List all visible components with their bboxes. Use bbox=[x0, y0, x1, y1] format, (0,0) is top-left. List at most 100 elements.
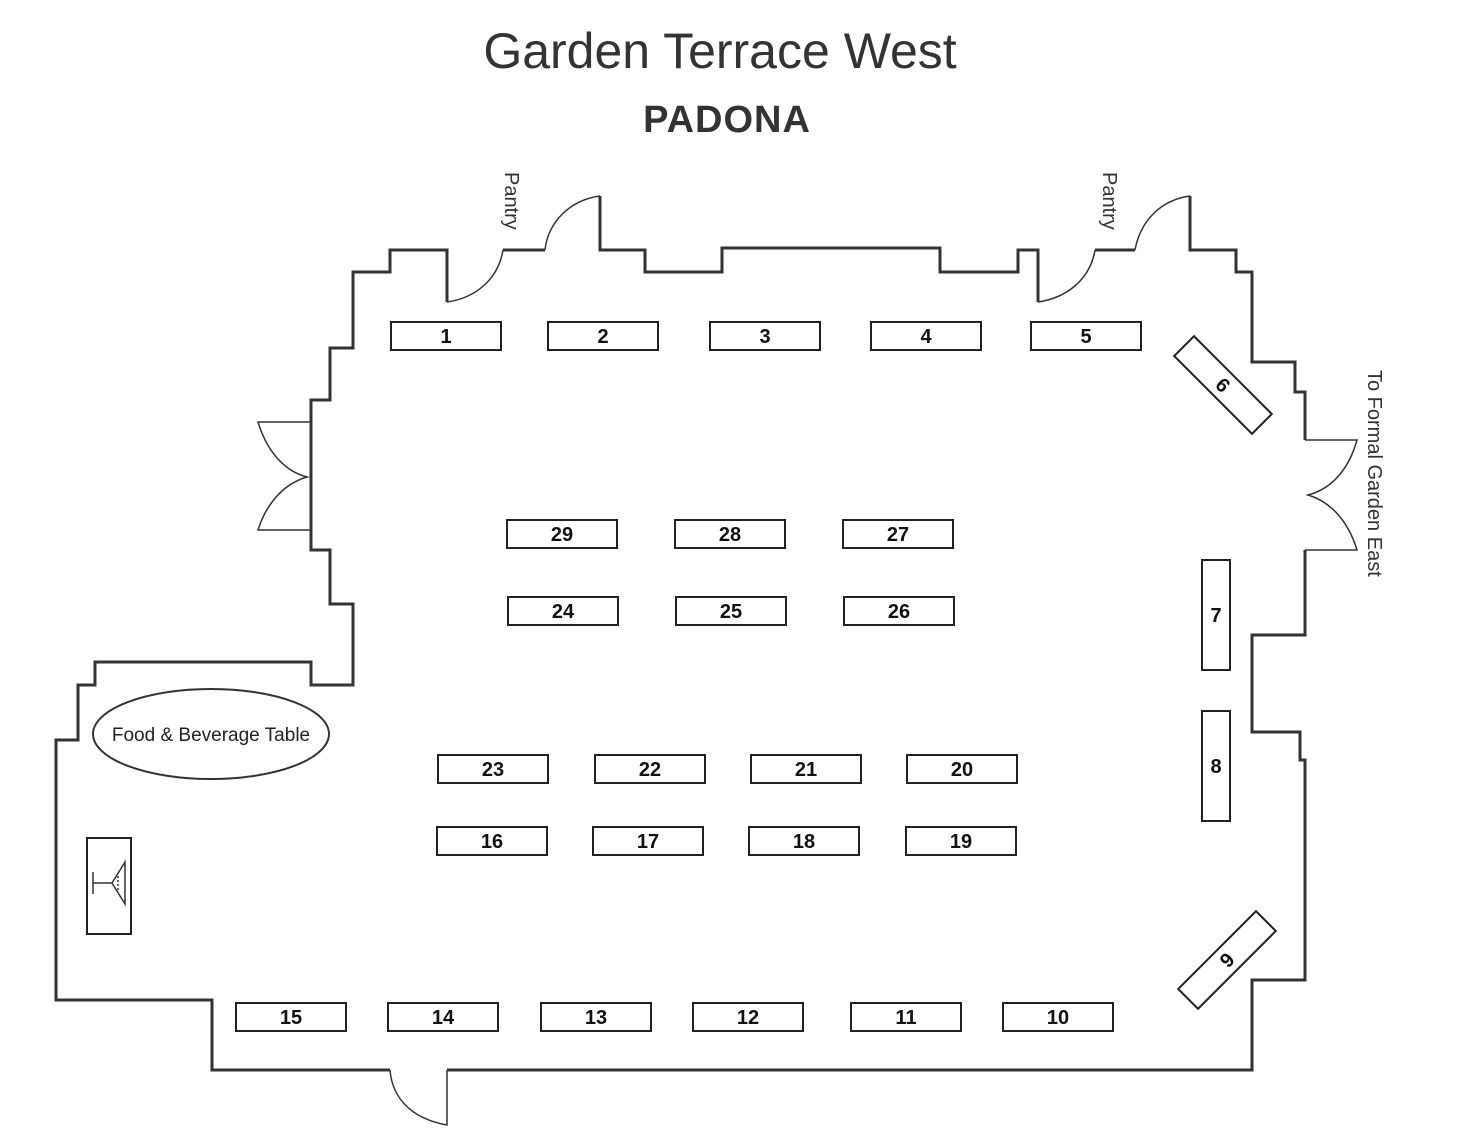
table-number: 19 bbox=[950, 831, 972, 853]
table-3: 3 bbox=[709, 321, 821, 351]
table-rect bbox=[748, 826, 860, 856]
table-rect bbox=[540, 1002, 652, 1032]
table-number: 24 bbox=[552, 601, 575, 623]
table-rect bbox=[1030, 321, 1142, 351]
table-number: 10 bbox=[1047, 1007, 1069, 1029]
table-number: 2 bbox=[597, 326, 608, 348]
table-5: 5 bbox=[1030, 321, 1142, 351]
table-number: 22 bbox=[639, 759, 661, 781]
table-rect bbox=[1176, 909, 1278, 1011]
table-rect bbox=[843, 596, 955, 626]
table-number: 12 bbox=[737, 1007, 759, 1029]
table-20: 20 bbox=[906, 754, 1018, 784]
table-number: 26 bbox=[888, 601, 910, 623]
table-10: 10 bbox=[1002, 1002, 1114, 1032]
table-14: 14 bbox=[387, 1002, 499, 1032]
page-title: Garden Terrace West bbox=[483, 23, 956, 79]
table-1: 1 bbox=[390, 321, 502, 351]
table-17: 17 bbox=[592, 826, 704, 856]
table-number: 25 bbox=[720, 601, 742, 623]
pantry-label-right: Pantry bbox=[1098, 172, 1120, 230]
table-rect bbox=[905, 826, 1017, 856]
bottom-door bbox=[389, 1069, 448, 1126]
table-number: 20 bbox=[951, 759, 973, 781]
table-15: 15 bbox=[235, 1002, 347, 1032]
outer-wall bbox=[54, 196, 1307, 1072]
table-number: 4 bbox=[920, 326, 932, 348]
table-29: 29 bbox=[506, 519, 618, 549]
table-rect bbox=[870, 321, 982, 351]
table-11: 11 bbox=[850, 1002, 962, 1032]
table-rect bbox=[906, 754, 1018, 784]
pantry-door-right-2 bbox=[1134, 195, 1191, 251]
table-number: 14 bbox=[432, 1007, 455, 1029]
table-rect bbox=[592, 826, 704, 856]
table-21: 21 bbox=[750, 754, 862, 784]
table-rect bbox=[235, 1002, 347, 1032]
table-rect bbox=[750, 754, 862, 784]
table-rect bbox=[1201, 710, 1231, 822]
double-door-left bbox=[256, 421, 311, 531]
table-9: 9 bbox=[1176, 909, 1278, 1011]
table-8: 8 bbox=[1201, 710, 1231, 822]
double-door-right bbox=[1305, 439, 1359, 551]
table-28: 28 bbox=[674, 519, 786, 549]
table-number: 8 bbox=[1210, 756, 1221, 778]
table-rect bbox=[507, 596, 619, 626]
table-rect bbox=[436, 826, 548, 856]
table-number: 13 bbox=[585, 1007, 607, 1029]
table-12: 12 bbox=[692, 1002, 804, 1032]
table-27: 27 bbox=[842, 519, 954, 549]
table-24: 24 bbox=[507, 596, 619, 626]
table-22: 22 bbox=[594, 754, 706, 784]
table-4: 4 bbox=[870, 321, 982, 351]
table-rect bbox=[547, 321, 659, 351]
table-26: 26 bbox=[843, 596, 955, 626]
pantry-door-left-2 bbox=[544, 195, 601, 251]
food-beverage-label: Food & Beverage Table bbox=[112, 725, 310, 746]
table-rect bbox=[842, 519, 954, 549]
to-formal-garden-label: To Formal Garden East bbox=[1363, 370, 1385, 577]
table-rect bbox=[387, 1002, 499, 1032]
table-number: 5 bbox=[1080, 326, 1091, 348]
table-rect bbox=[675, 596, 787, 626]
food-beverage-table bbox=[92, 688, 330, 780]
table-rect bbox=[506, 519, 618, 549]
pantry-door-left bbox=[446, 249, 504, 303]
table-19: 19 bbox=[905, 826, 1017, 856]
table-number: 16 bbox=[481, 831, 503, 853]
table-number: 21 bbox=[795, 759, 817, 781]
table-number: 29 bbox=[551, 524, 573, 546]
table-rect bbox=[1002, 1002, 1114, 1032]
table-25: 25 bbox=[675, 596, 787, 626]
table-number: 23 bbox=[482, 759, 504, 781]
bar-counter bbox=[86, 837, 132, 935]
table-rect bbox=[692, 1002, 804, 1032]
table-rect bbox=[1201, 559, 1231, 671]
martini-glass-icon bbox=[92, 859, 126, 907]
table-rect bbox=[709, 321, 821, 351]
table-rect bbox=[1172, 334, 1274, 436]
table-rect bbox=[437, 754, 549, 784]
table-number: 18 bbox=[793, 831, 815, 853]
table-18: 18 bbox=[748, 826, 860, 856]
table-2: 2 bbox=[547, 321, 659, 351]
page-subtitle: PADONA bbox=[643, 99, 811, 141]
table-number: 17 bbox=[637, 831, 659, 853]
table-7: 7 bbox=[1201, 559, 1231, 671]
table-rect bbox=[390, 321, 502, 351]
table-rect bbox=[850, 1002, 962, 1032]
table-rect bbox=[674, 519, 786, 549]
table-16: 16 bbox=[436, 826, 548, 856]
table-number: 11 bbox=[895, 1007, 916, 1029]
table-number: 15 bbox=[280, 1007, 302, 1029]
table-number: 1 bbox=[440, 326, 451, 348]
table-number: 7 bbox=[1210, 605, 1221, 627]
table-13: 13 bbox=[540, 1002, 652, 1032]
table-number: 3 bbox=[759, 326, 770, 348]
table-number: 27 bbox=[887, 524, 909, 546]
table-rect bbox=[594, 754, 706, 784]
pantry-door-right bbox=[1037, 249, 1096, 303]
